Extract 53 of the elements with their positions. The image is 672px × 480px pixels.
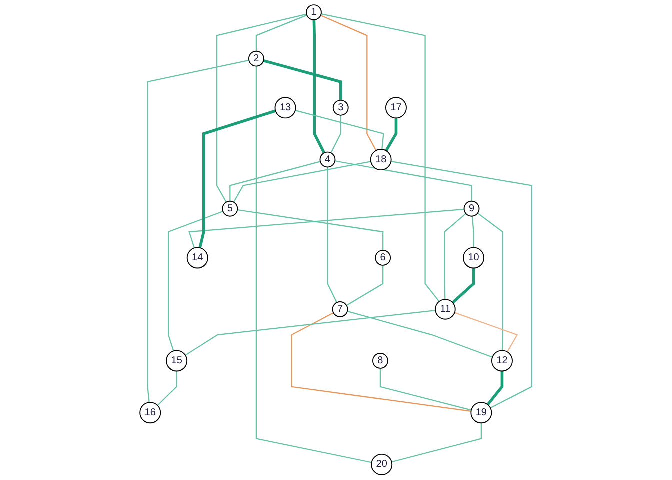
node-circle: 12	[491, 350, 513, 372]
node-circle: 5	[222, 200, 238, 217]
connector	[198, 110, 276, 248]
connector	[263, 59, 342, 100]
node-circle: 17	[385, 97, 407, 119]
connector	[392, 423, 482, 463]
node-circle: 8	[372, 353, 388, 369]
node-circle: 15	[166, 350, 188, 372]
connector	[321, 14, 440, 302]
connector	[444, 213, 466, 300]
node-circle: 7	[332, 302, 348, 318]
node-circle: 4	[320, 152, 336, 168]
connector	[486, 371, 504, 406]
node-circle: 1	[306, 4, 322, 20]
connector	[380, 368, 472, 411]
connector	[477, 212, 504, 351]
connector	[291, 312, 472, 412]
connector	[391, 160, 532, 409]
node-circle: 10	[463, 247, 485, 269]
connector	[335, 160, 472, 202]
connector	[157, 371, 178, 406]
node-circle: 18	[370, 149, 392, 171]
connector	[256, 14, 308, 52]
node-circle: 11	[435, 299, 456, 320]
node-circle: 3	[332, 100, 349, 116]
node-circle: 16	[140, 402, 162, 424]
connector	[295, 110, 384, 150]
connector	[346, 265, 384, 306]
node-circle: 9	[464, 200, 480, 217]
connector	[347, 310, 493, 358]
connector	[256, 66, 372, 464]
node-circle: 14	[186, 247, 208, 269]
connector	[327, 167, 338, 303]
node-circle: 6	[375, 250, 392, 266]
connector	[147, 60, 250, 403]
node-circle: 20	[371, 454, 393, 476]
node-circle: 19	[470, 402, 492, 424]
connector	[233, 161, 372, 203]
connector	[168, 210, 224, 352]
connector	[454, 312, 518, 352]
node-circle: 13	[274, 97, 296, 119]
connector	[452, 268, 476, 304]
connector	[237, 209, 384, 250]
connector	[312, 20, 326, 154]
connector	[320, 15, 377, 151]
node-circle: 2	[248, 50, 264, 67]
connector	[330, 115, 342, 154]
connector	[472, 216, 474, 248]
connector	[188, 208, 464, 248]
connector	[185, 310, 436, 356]
connector	[385, 118, 398, 152]
connector	[216, 14, 307, 203]
connector	[230, 161, 321, 202]
